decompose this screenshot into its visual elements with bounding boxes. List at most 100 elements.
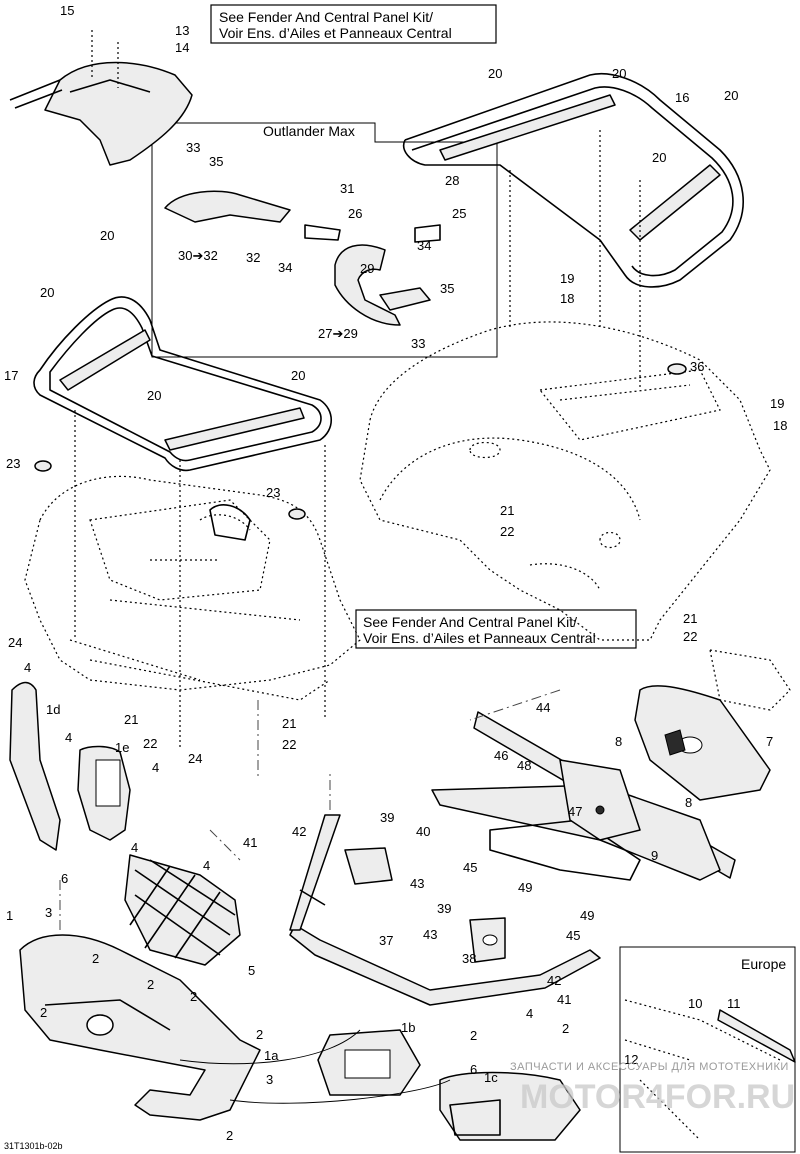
part-label: 24 [188,751,202,766]
part-label: 19 [770,396,784,411]
note-middle-line1: See Fender And Central Panel Kit/ [363,614,577,630]
part-label: 43 [423,927,437,942]
part-label: 11 [727,996,741,1011]
part-label: 2 [562,1021,569,1036]
part-label: 2 [470,1028,477,1043]
part-label: 20 [488,66,502,81]
part-label: 35 [209,154,223,169]
part-label: 21 [282,716,296,731]
part-label: 20 [40,285,54,300]
brackets [344,847,506,963]
part-label: 7 [766,734,773,749]
part-label: 3 [45,905,52,920]
part-label: 30➔32 [178,248,218,263]
watermark-line1: ЗАПЧАСТИ И АКСЕССУАРЫ ДЛЯ МОТОТЕХНИКИ [510,1061,789,1073]
part-label: 32 [246,250,260,265]
part-label: 1 [6,908,13,923]
europe-title: Europe [741,956,786,972]
part-label: 39 [437,901,451,916]
part-label: 24 [8,635,22,650]
part-label: 41 [243,835,257,850]
part-label: 16 [675,90,689,105]
part-label: 18 [560,291,574,306]
part-label: 42 [547,973,561,988]
part-label: 4 [24,660,31,675]
part-label: 9 [651,848,658,863]
max-armrests [164,190,441,326]
part-label: 20 [724,88,738,103]
part-label: 22 [143,736,157,751]
part-label: 8 [615,734,622,749]
part-label: 19 [560,271,574,286]
part-label: 15 [60,3,74,18]
part-label: 4 [131,840,138,855]
part-label: 6 [61,871,68,886]
part-label: 13 [175,23,189,38]
europe-inset: Europe [619,946,796,1153]
part-label: 33 [186,140,200,155]
part-label: 4 [203,858,210,873]
part-label: 4 [526,1006,533,1021]
part-label: 22 [282,737,296,752]
part-label: 40 [416,824,430,839]
grille [124,854,241,966]
part-label: 2 [40,1005,47,1020]
part-label: 42 [292,824,306,839]
note-top-line2: Voir Ens. d’Ailes et Panneaux Central [219,25,452,41]
part-label: 31 [340,181,354,196]
part-label: 49 [580,908,594,923]
note-top-line1: See Fender And Central Panel Kit/ [219,9,433,25]
part-label: 5 [248,963,255,978]
part-label: 12 [624,1052,638,1067]
part-label: 46 [494,748,508,763]
part-label: 27➔29 [318,326,358,341]
part-label: 28 [445,173,459,188]
part-label: 20 [100,228,114,243]
part-label: 44 [536,700,550,715]
part-label: 21 [124,712,138,727]
part-label: 49 [518,880,532,895]
part-label: 2 [226,1128,233,1143]
part-label: 41 [557,992,571,1007]
part-label: 17 [4,368,18,383]
part-label: 20 [612,66,626,81]
outlander-max-title: Outlander Max [263,123,355,139]
part-label: 25 [452,206,466,221]
note-top: See Fender And Central Panel Kit/ Voir E… [210,4,497,44]
part-label: 2 [147,977,154,992]
part-label: 21 [500,503,514,518]
part-label: 26 [348,206,362,221]
part-label: 18 [773,418,787,433]
watermark: ЗАПЧАСТИ И АКСЕССУАРЫ ДЛЯ МОТОТЕХНИКИ MO… [510,1061,795,1116]
part-label: 45 [566,928,580,943]
note-middle: See Fender And Central Panel Kit/ Voir E… [355,609,637,649]
part-label: 23 [266,485,280,500]
part-label: 14 [175,40,189,55]
top-left-panel [9,30,193,166]
part-label: 22 [500,524,514,539]
part-label: 1b [401,1020,415,1035]
part-label: 20 [291,368,305,383]
part-label: 29 [360,261,374,276]
part-label: 43 [410,876,424,891]
part-label: 1e [115,740,129,755]
part-label: 1d [46,702,60,717]
front-bumper-bar [289,814,601,1006]
bumpers [34,363,687,520]
assembly-lines [59,689,561,1104]
front-fascia [19,934,261,1121]
part-label: 6 [470,1062,477,1077]
part-label: 35 [440,281,454,296]
rear-rack [403,73,744,390]
rear-fender [359,321,771,641]
part-label: 2 [92,951,99,966]
light-housing [634,649,791,801]
part-label: 34 [417,238,431,253]
part-label: 34 [278,260,292,275]
part-label: 37 [379,933,393,948]
part-label: 47 [568,804,582,819]
lower-panels [317,1029,581,1141]
front-frame [431,711,736,881]
